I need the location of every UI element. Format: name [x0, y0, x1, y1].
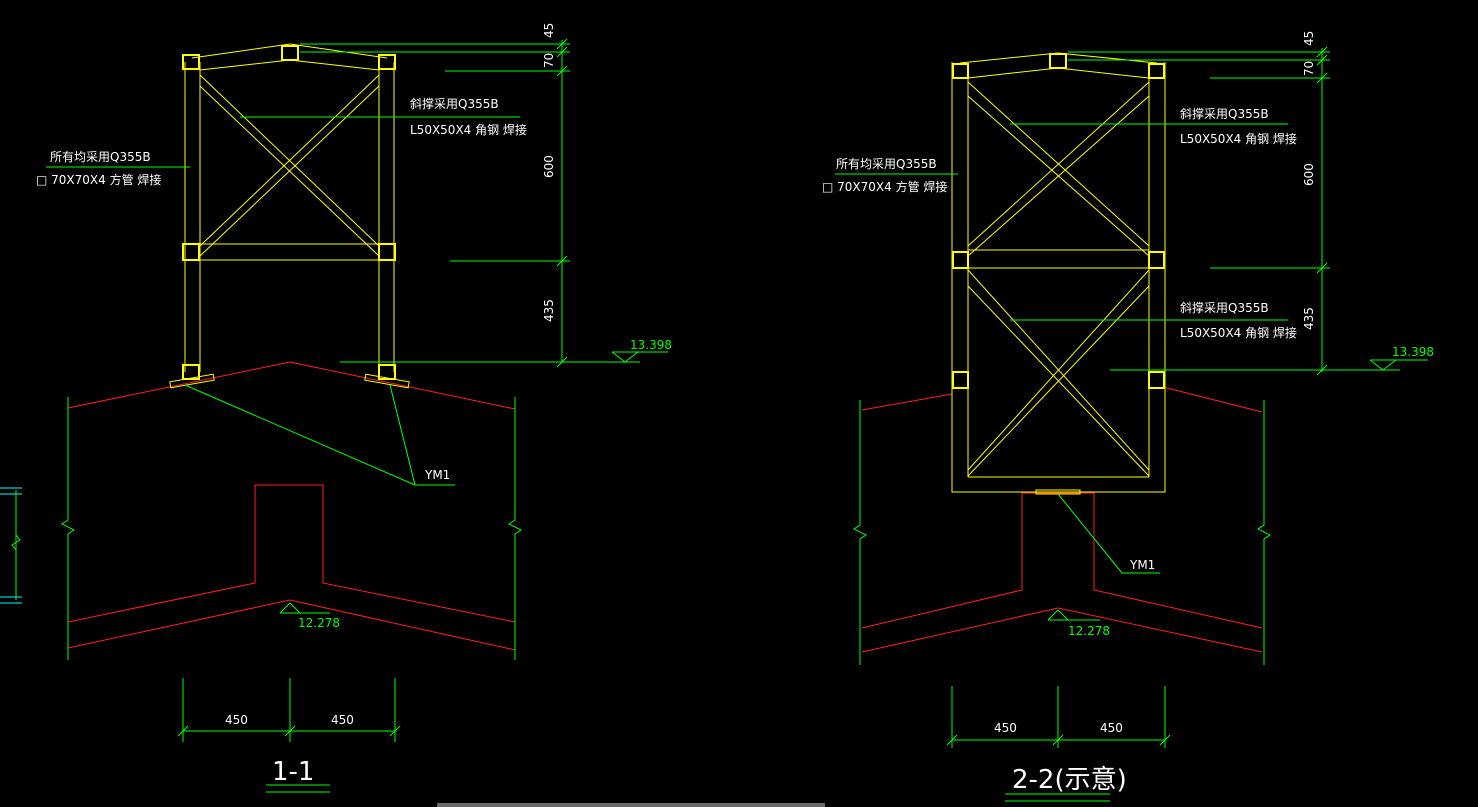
- section-1-1-tube-nodes: [182, 45, 396, 380]
- section-2-2-dim-left-450: 450: [994, 721, 1017, 735]
- section-1-1-note-tube-material: 所有均采用Q355B: [50, 150, 151, 164]
- section-2-2-dim-70: 70: [1302, 61, 1316, 76]
- section-2-2-dim-horizontal: [946, 686, 1171, 748]
- section-1-1-dim-right-450: 450: [331, 713, 354, 727]
- section-1-1-dim-435: 435: [542, 299, 556, 322]
- section-2-2-dim-chain: [1068, 46, 1400, 376]
- section-2-2-note-tube-material: 所有均采用Q355B: [836, 157, 937, 171]
- section-2-2-concrete-outline: [861, 386, 1263, 653]
- section-2-2-steel-frame: [951, 52, 1166, 493]
- section-2-2-elevation-bottom: 12.278: [1068, 624, 1110, 638]
- section-2-2-elevation-bottom-mark: [1047, 609, 1100, 621]
- section-2-2-embed-tag: YM1: [1129, 558, 1155, 572]
- section-1-1-note-brace-spec: L50X50X4 角钢 焊接: [410, 122, 527, 137]
- section-1-1-dim-70: 70: [542, 53, 556, 68]
- section-2-2-break-lines: [853, 400, 1271, 665]
- section-2-2-title-underline: [1005, 793, 1110, 802]
- section-1-1-break-lines: [61, 397, 522, 660]
- section-1-1-title-underline: [266, 784, 330, 793]
- section-1-1-elevation-top: 13.398: [630, 338, 672, 352]
- section-1-1-elevation-bottom: 12.278: [298, 616, 340, 630]
- section-1-1-title: 1-1: [272, 757, 314, 787]
- section-1-1-dim-45: 45: [542, 23, 556, 38]
- section-2-2-dim-435: 435: [1302, 307, 1316, 330]
- section-1-1-dim-horizontal: [177, 678, 401, 742]
- section-2-2-leaders: [835, 123, 1288, 574]
- section-1-1-leaders: [46, 116, 520, 486]
- section-2-2-note-brace-top-material: 斜撑采用Q355B: [1180, 106, 1269, 121]
- section-1-1-steel-frame: [184, 43, 395, 372]
- section-2-2-note-brace-bottom-spec: L50X50X4 角钢 焊接: [1180, 325, 1297, 340]
- section-1-1-elevation-top-mark: [611, 351, 668, 363]
- left-edge-fragment: [0, 487, 22, 604]
- section-1-1-dim-600: 600: [542, 155, 556, 178]
- section-1-1-concrete-outline: [67, 361, 516, 651]
- section-1-1-embed-tag: YM1: [424, 468, 450, 482]
- section-1-1-note-tube-spec: □ 70X70X4 方管 焊接: [36, 172, 161, 187]
- section-1-1: 所有均采用Q355B □ 70X70X4 方管 焊接 斜撑采用Q355B L50…: [36, 23, 672, 793]
- section-1-1-dim-chain: [300, 38, 640, 368]
- section-2-2-note-tube-spec: □ 70X70X4 方管 焊接: [822, 179, 947, 194]
- section-2-2-elevation-top: 13.398: [1392, 345, 1434, 359]
- section-2-2-note-brace-top-spec: L50X50X4 角钢 焊接: [1180, 131, 1297, 146]
- section-2-2-note-brace-bottom-material: 斜撑采用Q355B: [1180, 300, 1269, 315]
- section-2-2-elevation-top-mark: [1369, 359, 1428, 371]
- section-1-1-dim-left-450: 450: [225, 713, 248, 727]
- section-2-2-dim-45: 45: [1302, 31, 1316, 46]
- section-2-2-dim-right-450: 450: [1100, 721, 1123, 735]
- section-1-1-elevation-bottom-mark: [279, 602, 330, 614]
- section-2-2-tube-nodes: [952, 53, 1165, 389]
- section-1-1-note-brace-material: 斜撑采用Q355B: [410, 96, 499, 111]
- section-2-2: 所有均采用Q355B □ 70X70X4 方管 焊接 斜撑采用Q355B L50…: [822, 31, 1434, 802]
- section-1-1-base-plates: [169, 373, 410, 389]
- left-edge-break: [11, 490, 21, 600]
- section-2-2-dim-600: 600: [1302, 163, 1316, 186]
- horizontal-scrollbar[interactable]: [437, 803, 825, 807]
- section-2-2-title: 2-2(示意): [1012, 765, 1127, 795]
